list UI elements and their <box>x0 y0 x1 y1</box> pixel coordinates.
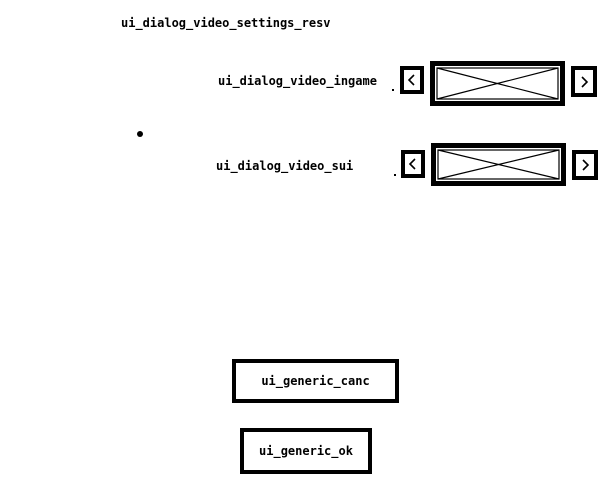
missing-image-icon <box>436 67 559 100</box>
dialog-title: ui_dialog_video_settings_resv <box>121 16 331 30</box>
chevron-left-icon <box>408 158 416 170</box>
ingame-prev-button[interactable] <box>400 66 424 94</box>
sui-next-button[interactable] <box>572 150 598 180</box>
decorative-dot <box>137 131 143 137</box>
ok-button[interactable]: ui_generic_ok <box>240 428 372 474</box>
chevron-right-icon <box>581 75 589 88</box>
missing-image-icon <box>437 149 560 180</box>
ingame-next-button[interactable] <box>571 66 597 97</box>
ingame-resolution-label: ui_dialog_video_ingame <box>218 74 377 88</box>
chevron-left-icon <box>407 74 415 86</box>
marker-dot <box>394 174 396 176</box>
marker-dot <box>392 89 394 91</box>
ingame-resolution-value[interactable] <box>430 61 565 106</box>
sui-resolution-value[interactable] <box>431 143 566 186</box>
cancel-button[interactable]: ui_generic_canc <box>232 359 399 403</box>
sui-prev-button[interactable] <box>401 150 425 178</box>
sui-resolution-label: ui_dialog_video_sui <box>216 159 354 173</box>
chevron-right-icon <box>582 159 590 171</box>
